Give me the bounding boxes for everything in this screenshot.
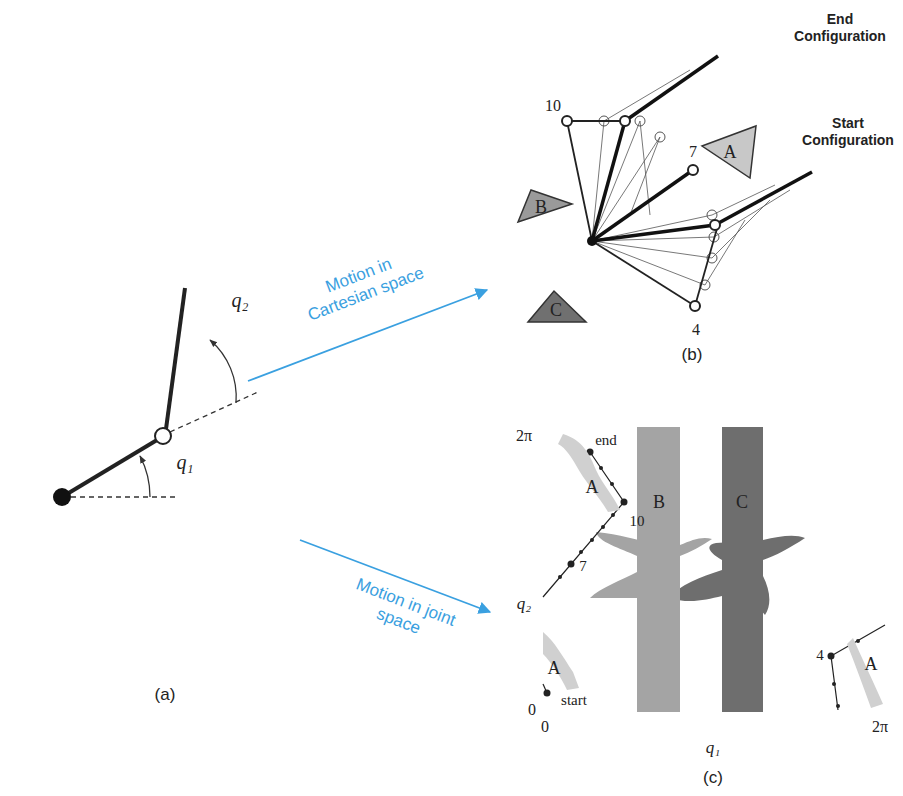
obstacle-label: B	[535, 198, 547, 216]
obstacle-label: A	[865, 655, 878, 673]
path-label: end	[595, 431, 617, 449]
obstacle-label: A	[724, 143, 737, 161]
joint-angle: q₂	[232, 288, 249, 312]
callout-number: 4	[816, 646, 824, 664]
obstacle-label: A	[548, 659, 561, 677]
axis-tick: 0	[541, 717, 549, 736]
obstacle-label: B	[653, 493, 665, 511]
joint-angle: q₁	[177, 450, 194, 474]
callout-number: 4	[692, 320, 700, 339]
path-label: start	[561, 691, 587, 709]
shape-outline	[722, 427, 763, 712]
c-obstacle-band: B	[637, 427, 680, 712]
axis-tick: 0	[528, 700, 536, 719]
callout-number: 7	[579, 557, 587, 575]
panel-label: (c)	[703, 768, 723, 788]
obstacle-triangle: A	[698, 122, 760, 182]
configuration-label: Start Configuration	[798, 115, 898, 149]
arrow-label: Motion in joint space	[339, 571, 466, 652]
callout-number: 10	[545, 96, 561, 115]
obstacle-label: C	[736, 493, 748, 511]
axis-label: q₂	[517, 594, 531, 614]
arrow-label: Motion in Cartesian space	[292, 242, 433, 328]
two-link-arm	[53, 288, 258, 506]
shape-outline	[843, 636, 885, 710]
axis-tick: 2π	[516, 426, 532, 445]
obstacle-triangle: B	[515, 186, 575, 226]
configuration-label: End Configuration	[790, 11, 890, 45]
obstacle-label: C	[550, 301, 562, 319]
panel-label: (a)	[155, 685, 176, 705]
callout-number: 7	[689, 142, 697, 161]
shape-outline	[637, 427, 680, 712]
c-obstacle-region: A	[543, 632, 581, 694]
c-obstacle-band: C	[722, 427, 763, 712]
configuration-space	[543, 449, 885, 711]
panel-label: (b)	[682, 345, 703, 365]
callout-number: 10	[630, 512, 645, 530]
axis-label: q₁	[706, 738, 720, 758]
obstacle-label: A	[586, 478, 599, 496]
axis-tick: 2π	[872, 717, 888, 736]
cartesian-motion	[562, 56, 812, 311]
c-obstacle-region: A	[843, 636, 885, 710]
obstacle-triangle: C	[526, 288, 588, 326]
